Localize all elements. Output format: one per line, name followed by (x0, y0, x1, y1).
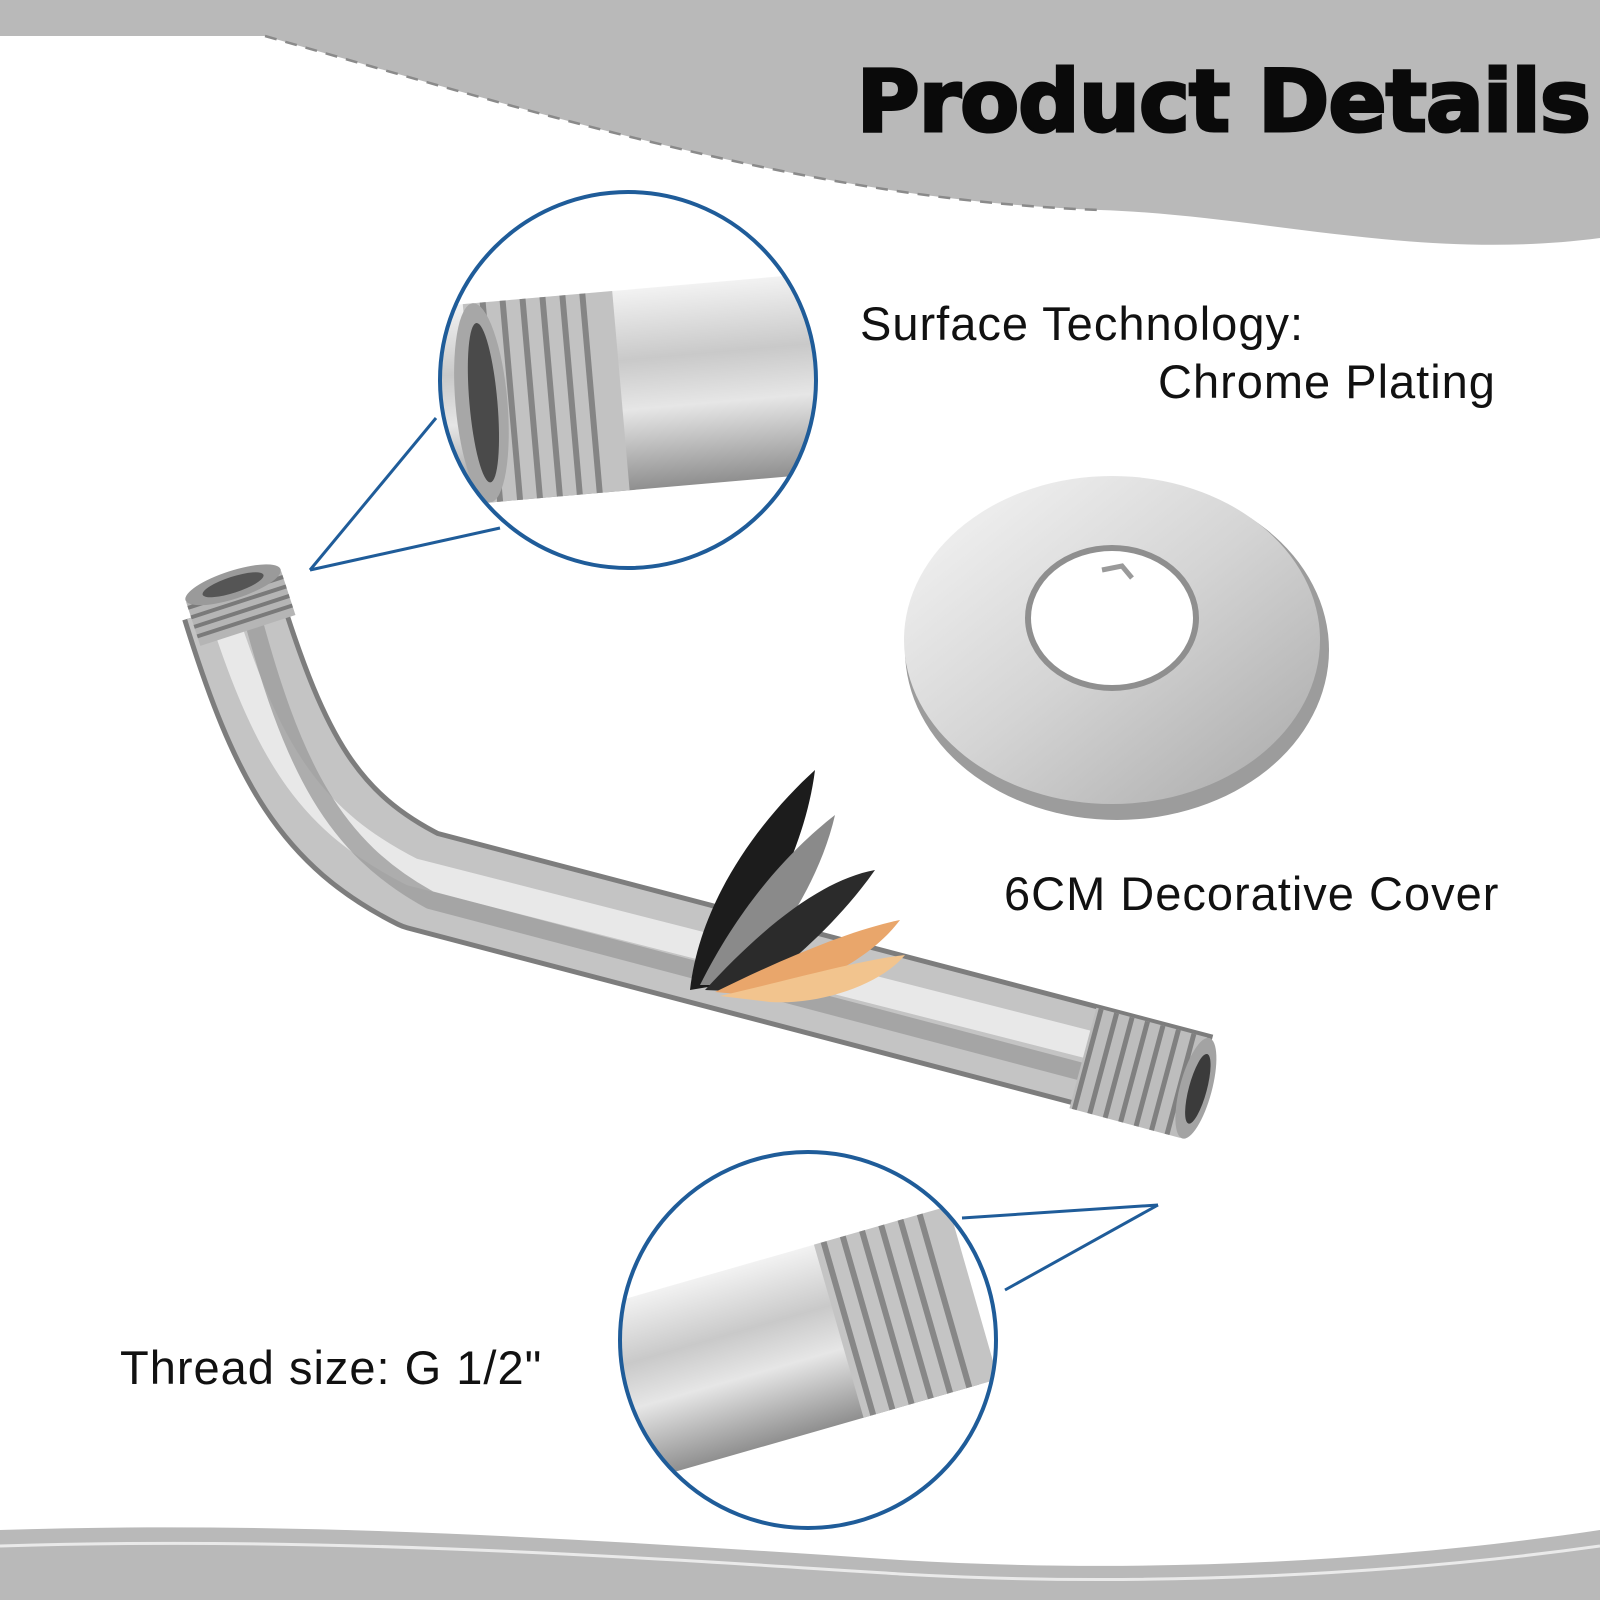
shower-arm (182, 564, 1217, 1139)
decorative-cover-label: 6CM Decorative Cover (1004, 867, 1500, 920)
top-banner (0, 0, 1600, 245)
top-detail-magnifier (438, 190, 818, 570)
thread-size-label: Thread size: G 1/2" (120, 1341, 543, 1394)
bottom-banner (0, 1527, 1600, 1600)
surface-technology-label: Surface Technology: (860, 297, 1305, 350)
bottom-detail-magnifier (618, 1150, 998, 1530)
surface-technology-value: Chrome Plating (1158, 355, 1496, 408)
page-title: Product Details (855, 51, 1592, 154)
plating-layers-icon (690, 770, 905, 1003)
decorative-flange-icon (904, 476, 1329, 820)
banner-dashed-line (264, 34, 1101, 212)
